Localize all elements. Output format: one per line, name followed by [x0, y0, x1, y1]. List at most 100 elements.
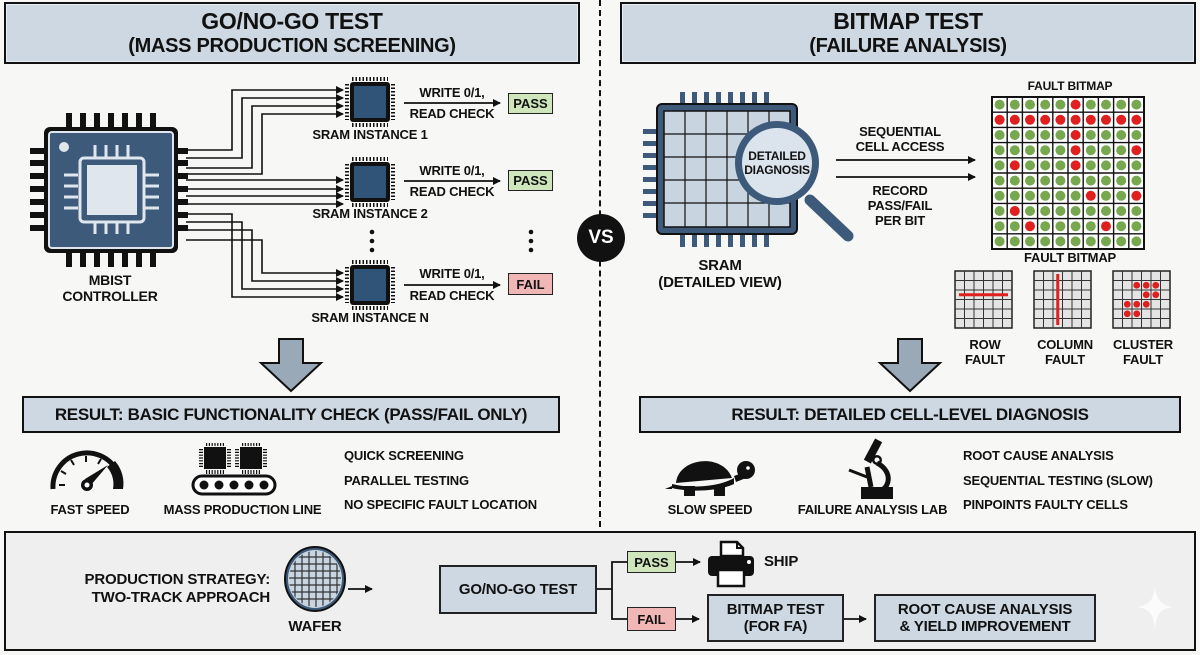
- sequential-access-label: SEQUENTIAL CELL ACCESS: [840, 124, 960, 154]
- row-fault-line1: ROW: [969, 337, 1001, 352]
- bit-cell-fail: [1070, 114, 1081, 125]
- bit-cell-pass: [1040, 190, 1051, 201]
- ship-label: SHIP: [764, 553, 799, 570]
- result-badge-pass: PASS: [508, 93, 553, 114]
- arrow2-line1: RECORD: [872, 183, 928, 198]
- op-label-2b: READ CHECK: [409, 184, 495, 199]
- bit-cell-pass: [1085, 206, 1096, 216]
- left-panel-header: GO/NO-GO TEST (MASS PRODUCTION SCREENING…: [4, 2, 580, 64]
- bit-cell-pass: [1116, 160, 1127, 171]
- strategy-label-line2: TWO-TRACK APPROACH: [91, 589, 271, 606]
- bit-cell-pass: [1040, 236, 1051, 247]
- sram-instance-1-chip-icon: [345, 77, 395, 127]
- arrow1-line2: CELL ACCESS: [855, 139, 945, 154]
- bit-cell-pass: [1025, 206, 1035, 216]
- bit-cell-fail: [1101, 221, 1111, 232]
- sparkle-watermark-icon: [1137, 587, 1173, 628]
- op-label-na: WRITE 0/1,: [419, 266, 485, 281]
- bit-cell-pass: [1101, 130, 1111, 140]
- sram-instance-n-chip-icon: [345, 260, 395, 310]
- bit-cell-pass: [1101, 206, 1111, 216]
- bit-cell-pass: [1055, 99, 1066, 110]
- feature-item: PARALLEL TESTING: [344, 472, 469, 488]
- mbist-controller-label: MBIST CONTROLLER: [40, 272, 180, 304]
- right-panel-subtitle: (FAILURE ANALYSIS): [809, 35, 1007, 57]
- mass-production-line-label: MASS PRODUCTION LINE: [163, 502, 322, 517]
- result-badge-pass: PASS: [508, 170, 553, 191]
- bit-cell-pass: [1101, 160, 1111, 171]
- bit-cell-pass: [994, 190, 1005, 201]
- bit-cell-pass: [1055, 145, 1066, 156]
- cluster-fault-dot: [1152, 291, 1160, 299]
- row-fault-grid-icon: [954, 270, 1013, 329]
- down-arrow-left-icon: [258, 338, 324, 393]
- result-badge-fail: FAIL: [508, 273, 553, 295]
- bit-cell-pass: [1009, 221, 1020, 232]
- bit-cell-pass: [1116, 145, 1127, 156]
- bit-cell-fail: [1009, 114, 1020, 125]
- column-fault-grid-icon: [1033, 270, 1092, 329]
- bit-cell-pass: [1101, 175, 1111, 186]
- bit-cell-pass: [1085, 130, 1096, 140]
- row-fault-label: ROW FAULT: [945, 337, 1025, 367]
- bit-cell-pass: [1040, 99, 1051, 110]
- bit-cell-pass: [1085, 145, 1096, 156]
- bit-cell-pass: [1131, 130, 1142, 140]
- bit-cell-pass: [1116, 206, 1127, 216]
- sram-instance-2-chip-icon: [345, 157, 395, 207]
- left-feature-list: QUICK SCREENING PARALLEL TESTING NO SPEC…: [344, 444, 537, 518]
- cluster-fault-line1: CLUSTER: [1113, 337, 1173, 352]
- mbist-diagram: [30, 77, 534, 310]
- bitmap-diagram: [643, 92, 1171, 329]
- bit-cell-fail: [1101, 114, 1111, 125]
- sram-label-line1: SRAM: [698, 257, 742, 274]
- bit-cell-pass: [1009, 175, 1020, 186]
- bit-cell-pass: [1025, 130, 1035, 140]
- bit-cell-pass: [1055, 130, 1066, 140]
- bitmap-test-box: BITMAP TEST (FOR FA): [707, 594, 844, 642]
- bit-cell-pass: [1085, 99, 1096, 110]
- bit-cell-fail: [1025, 114, 1035, 125]
- cluster-fault-dot: [1133, 281, 1141, 289]
- bit-cell-fail: [1055, 114, 1066, 125]
- bit-cell-pass: [1025, 175, 1035, 186]
- cluster-fault-grid-icon: [1112, 270, 1171, 329]
- feature-item: SEQUENTIAL TESTING (SLOW): [963, 472, 1153, 488]
- cluster-fault-dot: [1123, 300, 1131, 308]
- cluster-fault-dot: [1123, 310, 1131, 318]
- fast-speed-label: FAST SPEED: [50, 502, 130, 517]
- printer-ship-icon: [708, 540, 754, 588]
- slow-speed-label: SLOW SPEED: [667, 502, 753, 517]
- vs-label: VS: [588, 227, 614, 248]
- bit-cell-pass: [994, 130, 1005, 140]
- right-feature-list: ROOT CAUSE ANALYSIS SEQUENTIAL TESTING (…: [963, 444, 1153, 518]
- bit-cell-fail: [1070, 130, 1081, 140]
- right-panel-header: BITMAP TEST (FAILURE ANALYSIS): [620, 2, 1196, 64]
- strategy-pass-badge: PASS: [627, 551, 676, 573]
- magnifier-label: DETAILED DIAGNOSIS: [737, 149, 817, 177]
- magnifier-icon: [735, 121, 854, 242]
- down-arrow-right-icon: [877, 338, 943, 393]
- bit-cell-pass: [994, 236, 1005, 247]
- bit-cell-fail: [1009, 160, 1020, 171]
- bit-cell-pass: [1009, 190, 1020, 201]
- bitmap-caption: FAULT BITMAP: [1024, 250, 1116, 265]
- bit-cell-fail: [1070, 160, 1081, 171]
- cluster-fault-line2: FAULT: [1123, 352, 1163, 367]
- arrow1-line1: SEQUENTIAL: [859, 124, 941, 139]
- controller-label-line2: CONTROLLER: [62, 288, 158, 304]
- bit-cell-pass: [1009, 236, 1020, 247]
- sram-instance-label: SRAM INSTANCE 1: [312, 127, 428, 142]
- vs-badge: VS: [577, 214, 625, 262]
- bit-cell-pass: [1131, 160, 1142, 171]
- feature-item: ROOT CAUSE ANALYSIS: [963, 448, 1114, 463]
- bitmap-box-line2: (FOR FA): [743, 618, 808, 635]
- failure-analysis-lab-label: FAILURE ANALYSIS LAB: [797, 502, 948, 517]
- bit-cell-fail: [1070, 145, 1081, 156]
- left-result-banner: RESULT: BASIC FUNCTIONALITY CHECK (PASS/…: [22, 396, 560, 433]
- bitmap-box-line1: BITMAP TEST: [726, 601, 825, 618]
- bit-cell-pass: [1116, 236, 1127, 247]
- bit-cell-pass: [1101, 236, 1111, 247]
- speedometer-icon: [50, 450, 124, 491]
- more-instances-ellipsis: [369, 229, 534, 253]
